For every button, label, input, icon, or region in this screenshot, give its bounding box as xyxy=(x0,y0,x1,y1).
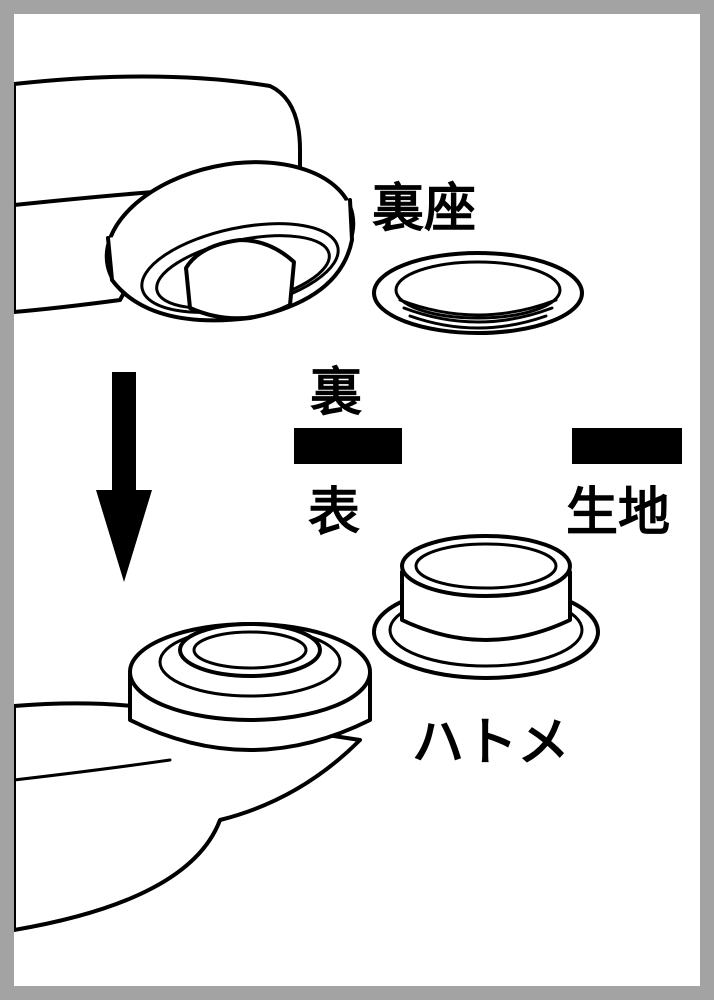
label-back-seat: 裏座 xyxy=(372,179,476,239)
label-eyelet: ハトメ xyxy=(412,713,570,773)
label-back: 裏 xyxy=(310,363,362,423)
fabric-bar-left xyxy=(294,428,402,464)
fabric-bar-right xyxy=(572,428,682,464)
label-front: 表 xyxy=(308,483,360,543)
down-arrow-icon xyxy=(96,372,152,582)
back-seat-ring-illustration xyxy=(372,251,584,335)
label-fabric: 生地 xyxy=(566,483,670,543)
eyelet-illustration xyxy=(372,534,600,680)
lower-tool-illustration xyxy=(14,622,372,932)
upper-tool-illustration xyxy=(14,74,356,323)
